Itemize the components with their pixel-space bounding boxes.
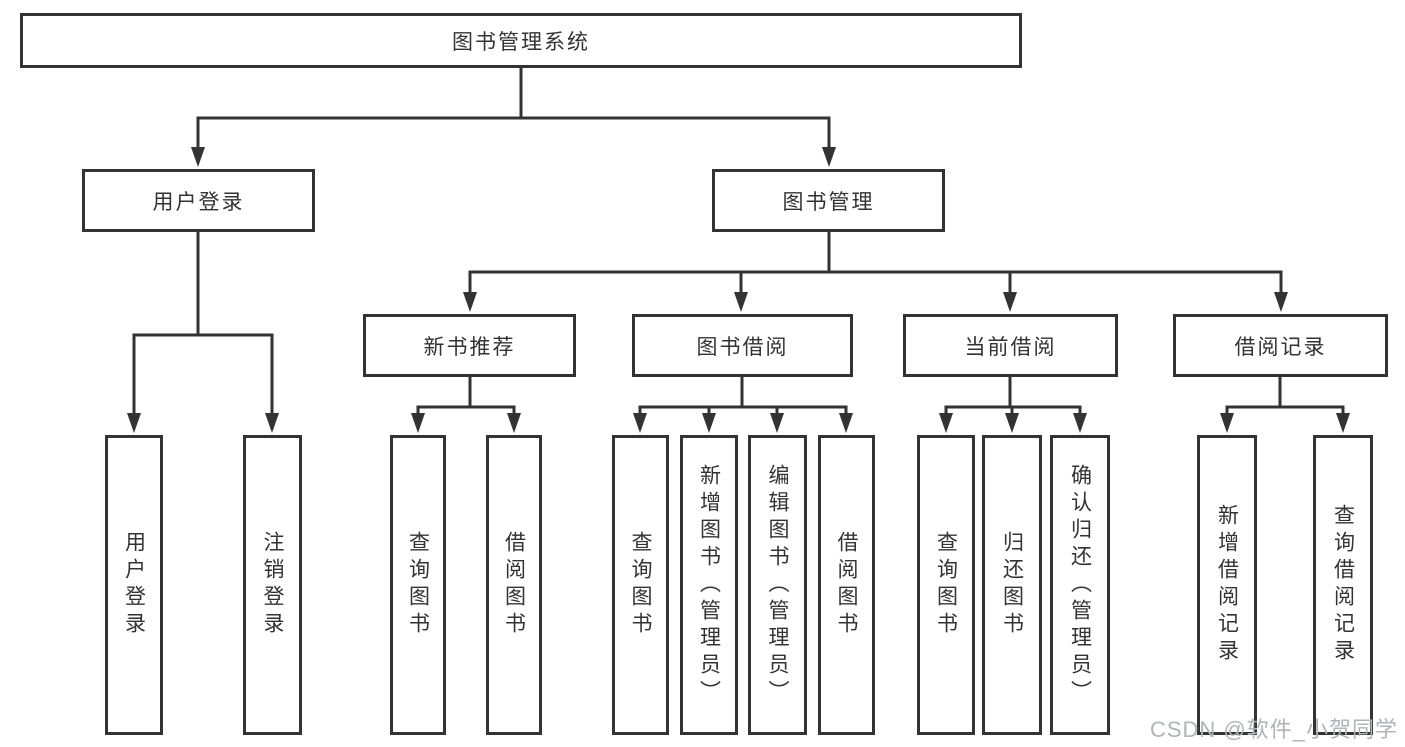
leaf-confirm-return-admin-label: 确认归还（管理员）	[1068, 463, 1092, 707]
leaf-confirm-return-admin: 确认归还（管理员）	[1050, 435, 1110, 735]
leaf-borrow-books: 借阅图书	[818, 435, 875, 735]
leaf-add-borrow-record: 新增借阅记录	[1197, 435, 1257, 735]
node-user-login-label: 用户登录	[152, 190, 245, 214]
node-book-borrowing: 图书借阅	[632, 314, 853, 377]
leaf-add-borrow-record-label: 新增借阅记录	[1215, 504, 1239, 666]
leaf-add-books-admin-label: 新增图书（管理员）	[697, 463, 721, 707]
leaf-borrow-books-label: 借阅图书	[835, 531, 858, 639]
leaf-add-books-admin: 新增图书（管理员）	[680, 435, 738, 735]
node-new-book-recommendation-label: 新书推荐	[423, 335, 516, 359]
leaf-logout-label: 注销登录	[261, 531, 284, 639]
leaf-borrow-books-recommend-label: 借阅图书	[502, 531, 526, 639]
leaf-return-books-label: 归还图书	[1000, 531, 1024, 639]
leaf-edit-books-admin: 编辑图书（管理员）	[748, 435, 807, 735]
leaf-query-borrow-record-label: 查询借阅记录	[1331, 504, 1355, 666]
leaf-query-books-borrow: 查询图书	[612, 435, 669, 735]
leaf-query-books-borrow-label: 查询图书	[629, 531, 652, 639]
leaf-query-books-recommend: 查询图书	[390, 435, 446, 735]
node-library-management-system-label: 图书管理系统	[452, 30, 590, 54]
node-borrowing-records: 借阅记录	[1173, 314, 1388, 377]
node-book-management-label: 图书管理	[782, 190, 875, 214]
node-borrowing-records-label: 借阅记录	[1234, 335, 1327, 359]
leaf-query-books-current: 查询图书	[917, 435, 975, 735]
leaf-logout: 注销登录	[243, 435, 302, 735]
node-book-management: 图书管理	[712, 169, 945, 232]
leaf-query-borrow-record: 查询借阅记录	[1313, 435, 1373, 735]
node-new-book-recommendation: 新书推荐	[363, 314, 576, 377]
leaf-borrow-books-recommend: 借阅图书	[486, 435, 542, 735]
leaf-return-books: 归还图书	[982, 435, 1042, 735]
node-user-login: 用户登录	[82, 169, 315, 232]
node-library-management-system: 图书管理系统	[20, 13, 1022, 68]
leaf-user-login-label: 用户登录	[122, 531, 146, 639]
arrowheads	[127, 147, 1350, 433]
watermark-text: CSDN @软件_小贺同学	[1149, 717, 1398, 742]
leaf-query-books-recommend-label: 查询图书	[406, 531, 430, 639]
leaf-user-login: 用户登录	[105, 435, 163, 735]
node-book-borrowing-label: 图书借阅	[696, 335, 789, 359]
node-current-borrowing: 当前借阅	[903, 314, 1118, 377]
node-current-borrowing-label: 当前借阅	[964, 335, 1057, 359]
leaf-edit-books-admin-label: 编辑图书（管理员）	[766, 463, 789, 707]
leaf-query-books-current-label: 查询图书	[934, 531, 958, 639]
